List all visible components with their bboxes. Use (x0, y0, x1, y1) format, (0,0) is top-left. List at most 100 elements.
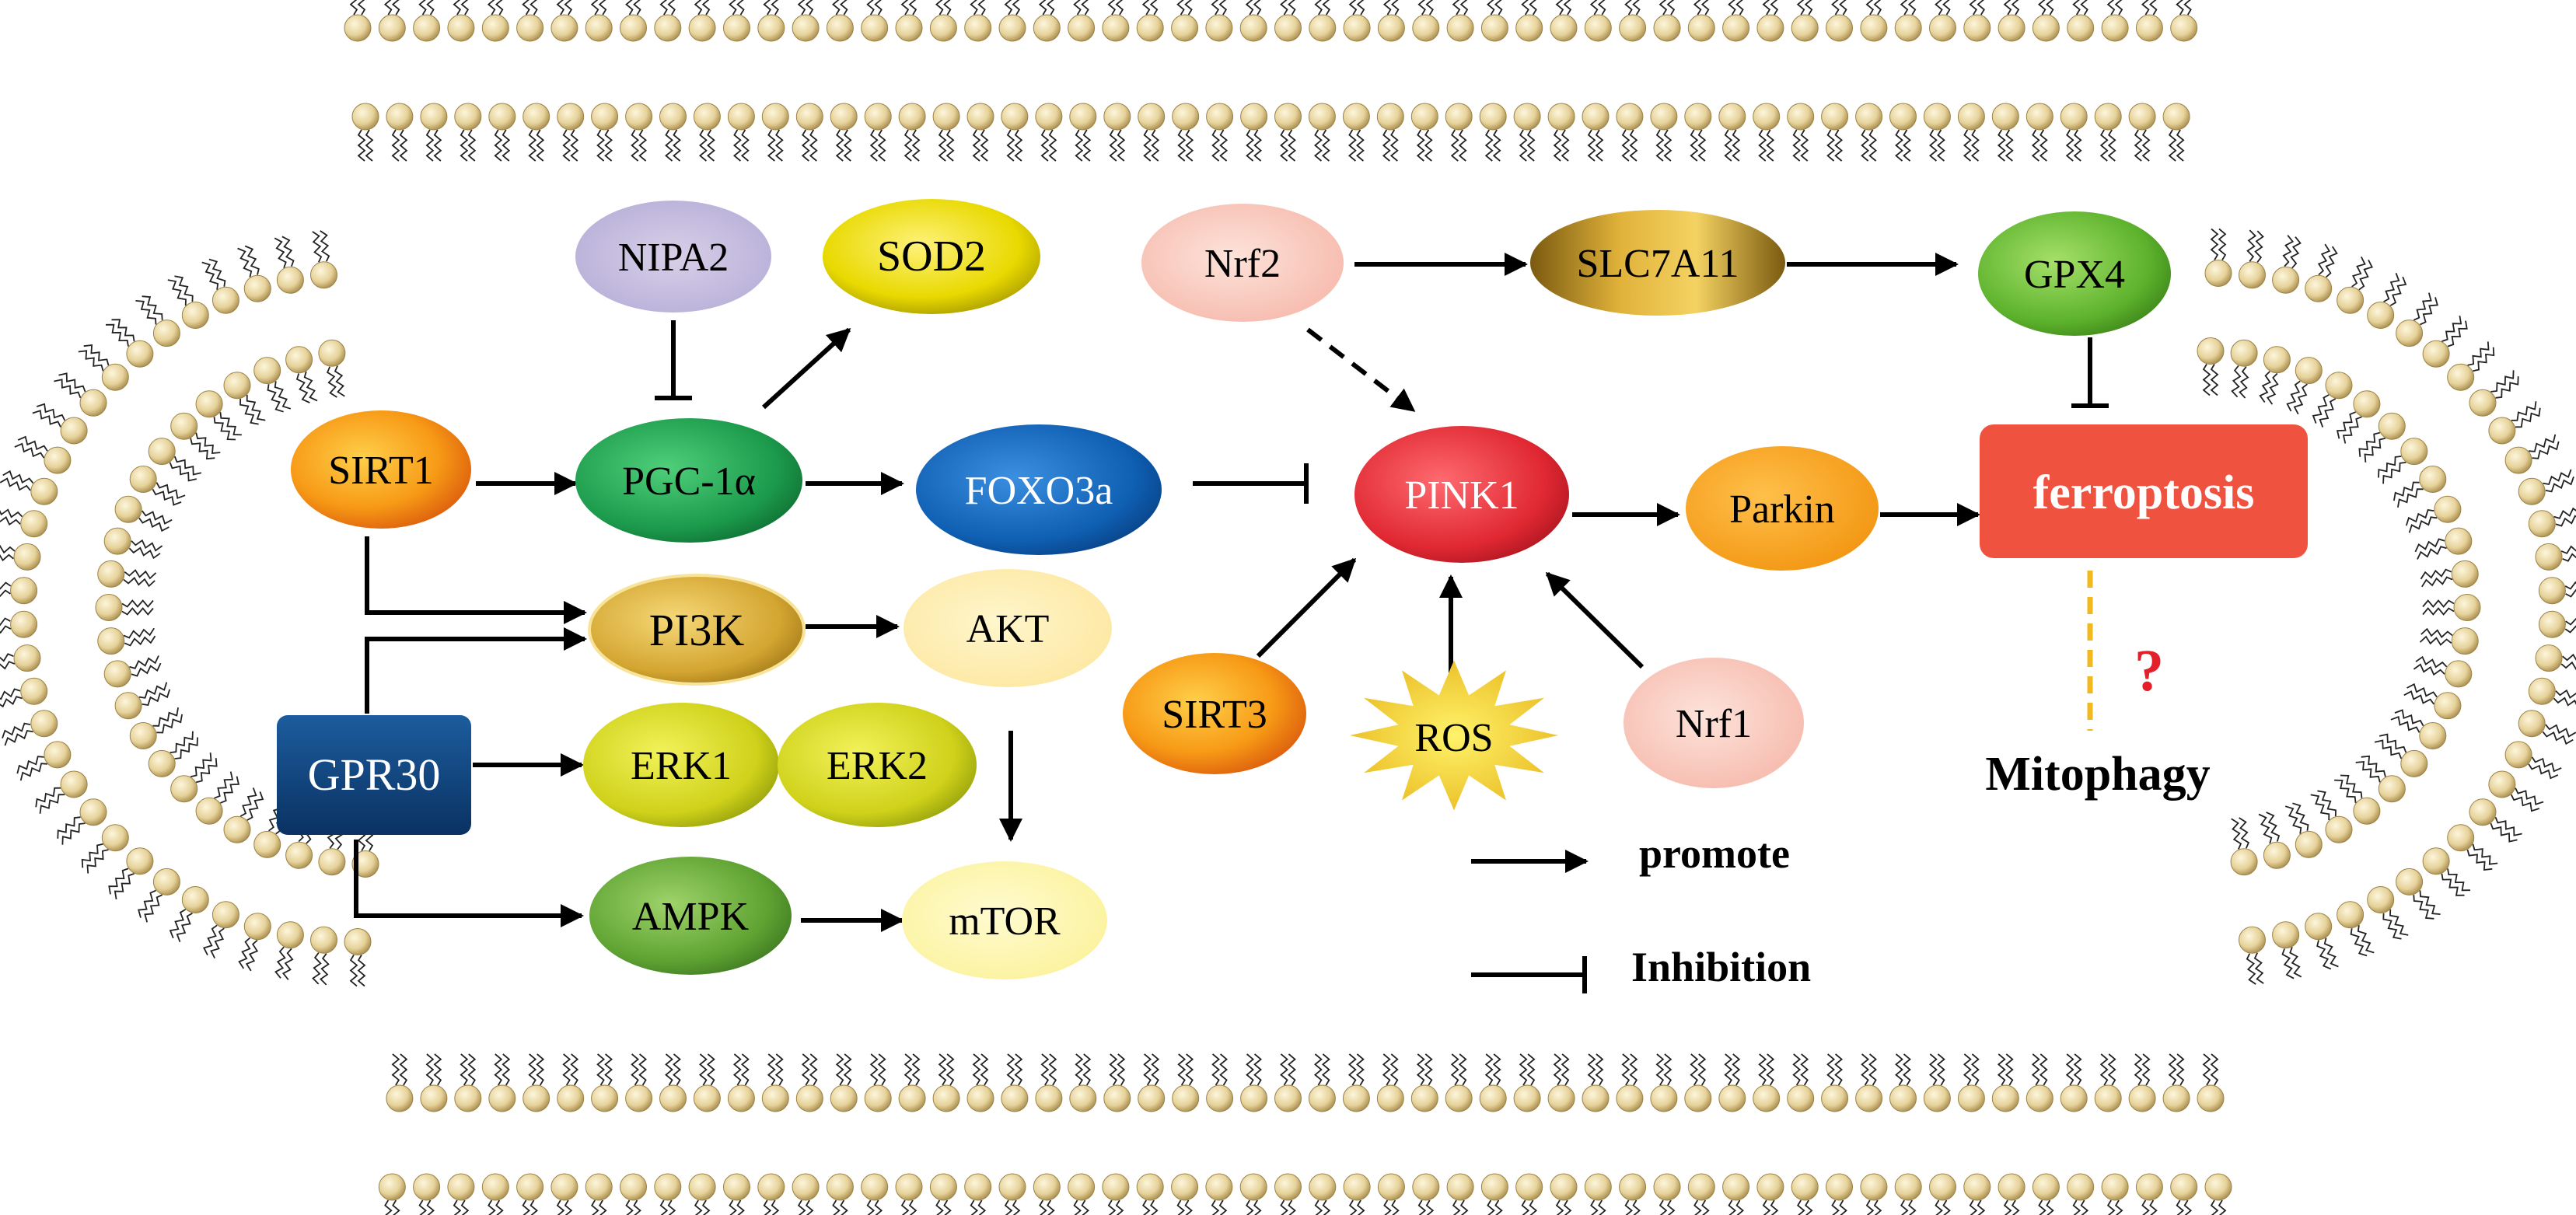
lipid-tail (1185, 1053, 1194, 1086)
lipid-tail (19, 763, 47, 781)
lipid-tail (2422, 607, 2455, 616)
lipid-tail (2555, 515, 2576, 527)
lipid-head (1033, 14, 1061, 42)
lipid-tail (1563, 1199, 1572, 1215)
lipid-tail (1143, 129, 1152, 162)
lipid-tail (694, 0, 703, 16)
lipid-head (826, 14, 854, 42)
lipid-head (1479, 103, 1507, 131)
node-slc7a11-label: SLC7A11 (1577, 242, 1739, 286)
lipid-head (1172, 1084, 1200, 1112)
lipid-tail (598, 0, 607, 16)
lipid-tail (1969, 0, 1977, 16)
lipid-head (253, 357, 281, 385)
lipid-tail (1211, 0, 1220, 16)
lipid-tail (801, 1053, 810, 1086)
lipid-head (1309, 14, 1337, 42)
lipid-head (2469, 798, 2497, 826)
lipid-head (1410, 1084, 1438, 1112)
lipid-head (95, 594, 123, 621)
lipid-head (998, 1173, 1026, 1201)
lipid-head (2101, 14, 2129, 42)
lipid-tail (2210, 364, 2219, 396)
lipid-head (148, 749, 176, 777)
lipid-head (1343, 1173, 1371, 1201)
lipid-tail (2529, 434, 2557, 452)
lipid-tail (1452, 0, 1461, 16)
lipid-tail (2565, 617, 2576, 626)
lipid-tail (246, 791, 264, 821)
lipid-tail (732, 1053, 742, 1086)
node-slc7a11: SLC7A11 (1530, 210, 1785, 316)
lipid-head (557, 103, 585, 131)
lipid-tail (2168, 129, 2177, 162)
lipid-head (152, 319, 180, 347)
lipid-head (2447, 824, 2475, 852)
lipid-head (1929, 14, 1956, 42)
lipid-head (2094, 103, 2122, 131)
lipid-head (1826, 14, 1853, 42)
lipid-head (1001, 103, 1029, 131)
lipid-head (344, 14, 372, 42)
lipid-head (44, 446, 72, 474)
lipid-tail (1382, 129, 1391, 162)
lipid-tail (2414, 538, 2445, 553)
lipid-tail (1417, 0, 1426, 16)
lipid-head (929, 14, 957, 42)
lipid-tail (1253, 0, 1262, 16)
node-sirt1: SIRT1 (291, 410, 471, 529)
lipid-head (447, 1173, 475, 1201)
lipid-head (1991, 1084, 2019, 1112)
lipid-tail (874, 1199, 883, 1215)
lipid-tail (1389, 129, 1399, 162)
lipid-head (898, 103, 926, 131)
lipid-head (1650, 103, 1678, 131)
lipid-tail (911, 1053, 921, 1086)
lipid-head (2422, 847, 2450, 875)
lipid-tail (1416, 129, 1425, 162)
lipid-tail (1589, 0, 1599, 16)
lipid-tail (536, 1053, 545, 1086)
lipid-tail (2003, 0, 2012, 16)
lipid-tail (131, 539, 163, 552)
lipid-head (591, 1084, 619, 1112)
lipid-head (2239, 926, 2266, 954)
lipid-tail (771, 1199, 780, 1215)
lipid-tail (142, 295, 163, 320)
lipid-head (895, 1173, 923, 1201)
lipid-tail (1314, 0, 1323, 16)
lipid-head (1550, 14, 1578, 42)
lipid-head (276, 921, 304, 949)
lipid-head (30, 477, 58, 505)
lipid-tail (1595, 1053, 1604, 1086)
lipid-head (2504, 741, 2532, 769)
lipid-head (1446, 1173, 1474, 1201)
lipid-tail (357, 0, 366, 16)
lipid-tail (832, 1199, 841, 1215)
lipid-tail (2383, 272, 2400, 302)
lipid-head (2422, 340, 2450, 368)
lipid-tail (2545, 477, 2574, 493)
question-mark: ? (2134, 638, 2164, 704)
lipid-tail (502, 1053, 511, 1086)
lipid-tail (203, 924, 218, 956)
lipid-tail (522, 1199, 531, 1215)
lipid-tail (1970, 1053, 1980, 1086)
lipid-tail (1834, 1053, 1844, 1086)
lipid-tail (1758, 129, 1767, 162)
lipid-tail (425, 1053, 435, 1086)
lipid-head (60, 770, 88, 798)
lipid-head (693, 103, 721, 131)
lipid-head (211, 901, 239, 929)
lipid-tail (2531, 756, 2562, 773)
node-nrf1-label: Nrf1 (1676, 702, 1752, 746)
lipid-tail (1805, 1199, 1813, 1215)
node-pgc1a: PGC-1α (575, 418, 802, 543)
lipid-head (1240, 103, 1268, 131)
lipid-tail (1997, 1053, 2006, 1086)
lipid-tail (1218, 1199, 1228, 1215)
lipid-head (688, 14, 716, 42)
node-akt-label: AKT (966, 607, 1050, 651)
lipid-tail (2397, 488, 2424, 508)
lipid-head (30, 710, 58, 738)
